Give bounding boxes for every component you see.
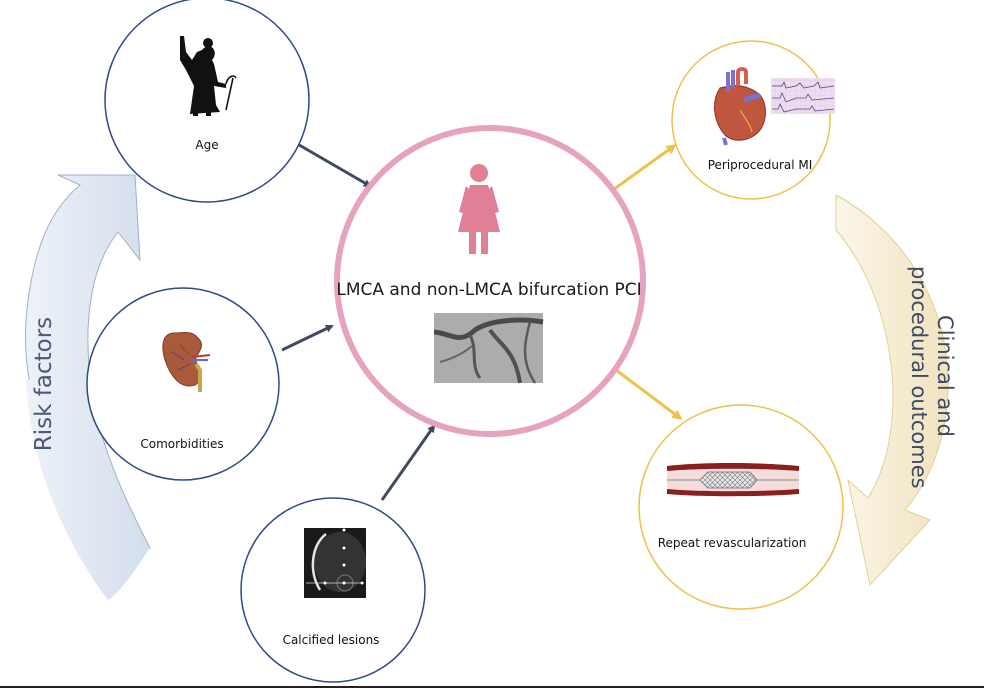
connector-center-to-revasc: [615, 368, 683, 420]
ivus-calcium-image: [304, 528, 366, 598]
connector-comorbidities-to-center: [281, 324, 334, 352]
center-circle: [334, 125, 646, 437]
calcified-lesions-label: Calcified lesions: [282, 633, 380, 647]
risk-factors-label: Risk factors: [31, 316, 57, 452]
outcomes-label-line1: Clinical and: [933, 315, 957, 437]
connector-calcified-to-center: [380, 424, 436, 501]
outcomes-arrow: [835, 194, 949, 587]
angiography-image: [433, 313, 544, 384]
connector-age-to-center: [293, 140, 372, 188]
stent-in-artery-icon: [667, 463, 799, 497]
connector-center-to-mi: [609, 144, 677, 194]
heart-ecg-icon: [714, 67, 835, 146]
bottom-divider: [0, 686, 984, 688]
woman-icon: [458, 164, 500, 254]
outcomes-label-line2: procedural outcomes: [907, 266, 931, 489]
outcomes-label: Clinical and procedural outcomes: [906, 266, 958, 489]
elderly-woman-with-cane-icon: [180, 36, 237, 116]
kidney-icon: [162, 331, 211, 392]
periprocedural-mi-label: Periprocedural MI: [707, 158, 813, 172]
age-label: Age: [195, 138, 219, 152]
center-label: LMCA and non-LMCA bifurcation PCI: [336, 280, 642, 300]
repeat-revascularization-circle: [638, 404, 844, 610]
comorbidities-label: Comorbidities: [140, 437, 224, 451]
repeat-revascularization-label: Repeat revascularization: [657, 536, 807, 550]
